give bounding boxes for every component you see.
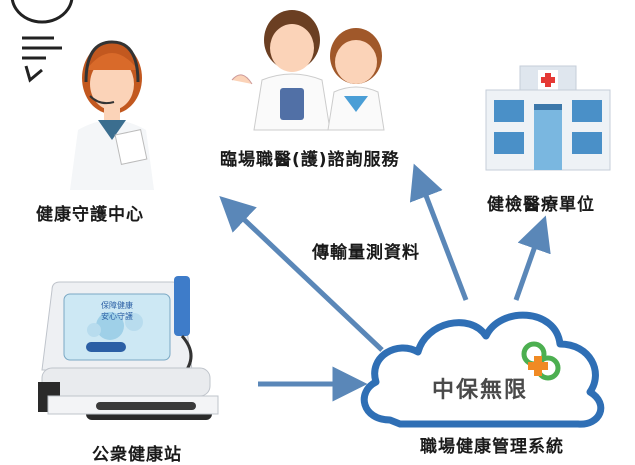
kiosk-screen-text: 保障健康 安心守護 [92,300,142,322]
cloud-brand-name: 中保無限 [432,378,529,403]
call-center-agent-icon [70,40,154,190]
health-kiosk-icon [38,276,219,420]
arrow-to-hospital [513,215,551,301]
arrow-to-doctor-nurse [409,163,469,301]
brand-logo-icon [521,341,561,381]
doctor-nurse-label: 臨場職醫(護)諮詢服務 [220,150,400,170]
hospital-label: 健檢醫療單位 [487,195,595,215]
cloud-icon [360,311,605,428]
call-center-label: 健康守護中心 [36,205,144,225]
doctor-and-nurse-icon [231,10,385,131]
cloud-system-label: 職場健康管理系統 [420,437,564,457]
kiosk-screen-line-2: 安心守護 [101,312,133,321]
hospital-building-icon [485,65,611,171]
speech-bubble-icon [10,0,74,83]
arrow-to-call-center [219,195,384,352]
kiosk-label: 公衆健康站 [92,445,182,465]
kiosk-screen-line-1: 保障健康 [101,301,133,310]
transmit-data-label: 傳輸量測資料 [312,243,420,263]
